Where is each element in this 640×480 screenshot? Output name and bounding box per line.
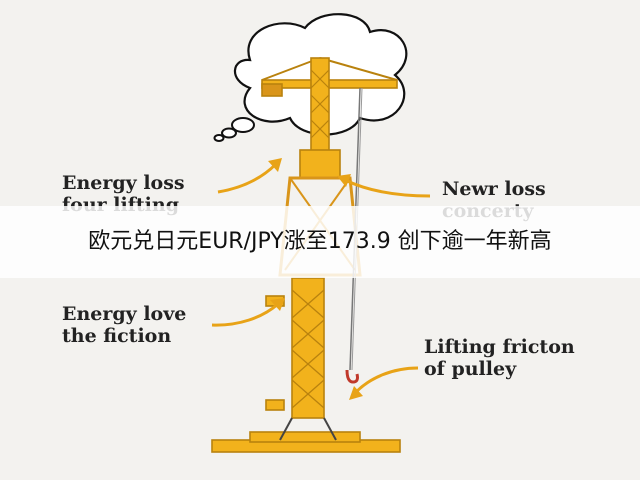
arrow-energy-loss: [217, 158, 282, 194]
tower-crane: [211, 57, 401, 453]
headline-caption: 欧元兑日元EUR/JPY涨至173.9 创下逾一年新高: [88, 229, 552, 254]
arrow-newr-loss: [337, 174, 431, 198]
label-energy-love-friction: Energy love the fiction: [62, 303, 187, 347]
hook-icon: [345, 369, 359, 384]
lower-mast: [291, 277, 325, 419]
caption-band: [0, 206, 640, 278]
crane-cab: [299, 149, 341, 179]
arrow-energy-love: [211, 298, 285, 327]
label-lifting-friction-pulley: Lifting fricton of pulley: [424, 336, 575, 380]
arrow-pulley-friction: [349, 366, 419, 400]
